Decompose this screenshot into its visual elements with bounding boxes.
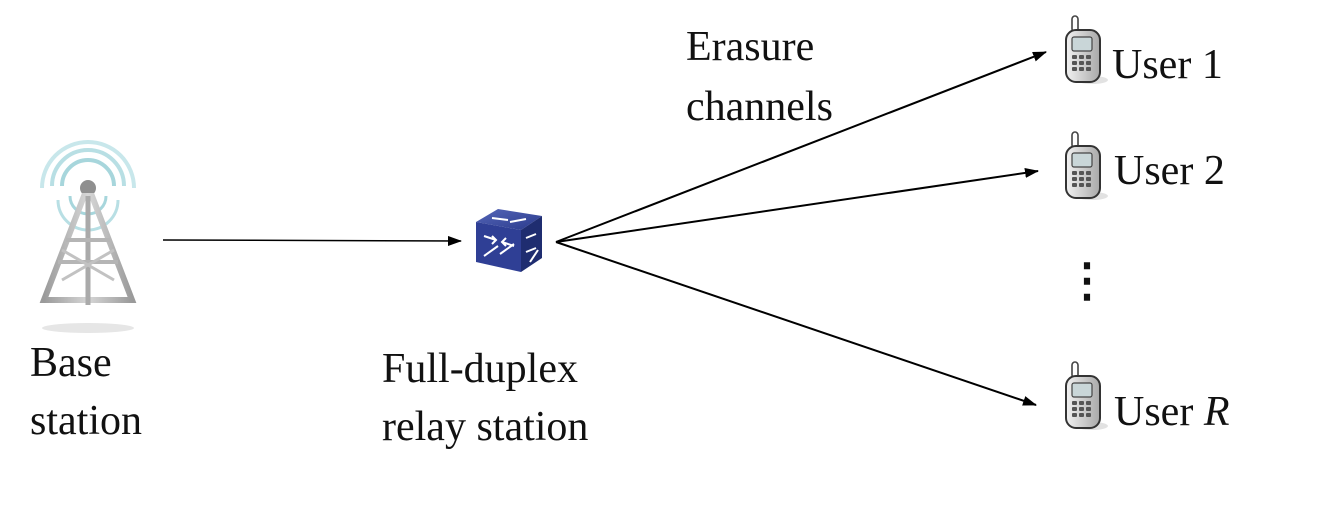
erasure-channels-label-line1: Erasure [686, 24, 815, 70]
user-label-prefix: User [1114, 148, 1204, 194]
arrow-relay-to-user-1 [555, 51, 1047, 243]
relay-switch-icon [476, 209, 542, 272]
arrow-relay-to-user-2 [555, 167, 1039, 243]
user-label-1: User 1 [1112, 40, 1223, 90]
relay-station-label-line2: relay station [382, 404, 589, 450]
mobile-phone-icon [1065, 131, 1108, 200]
user-label-id: 2 [1203, 148, 1225, 194]
user-label-2: User 2 [1114, 146, 1225, 196]
base-station-label-line1: Base [30, 340, 112, 386]
mobile-phone-icon [1065, 15, 1108, 84]
relay-station-label-line1: Full-duplex [382, 346, 578, 392]
user-label-prefix: User [1114, 389, 1204, 435]
ellipsis-more-users: ⋮ [1064, 255, 1110, 306]
erasure-channels-label-line2: channels [686, 84, 833, 130]
radio-tower-icon [39, 140, 137, 333]
mobile-phone-icon [1065, 361, 1108, 430]
user-label-id: 1 [1201, 42, 1223, 88]
arrow-base-to-relay [162, 235, 462, 246]
arrow-relay-to-user-r [555, 241, 1037, 406]
user-label-id: R [1203, 389, 1230, 435]
user-label-prefix: User [1112, 42, 1202, 88]
user-label-r: User R [1114, 387, 1229, 437]
base-station-label-line2: station [30, 398, 142, 444]
